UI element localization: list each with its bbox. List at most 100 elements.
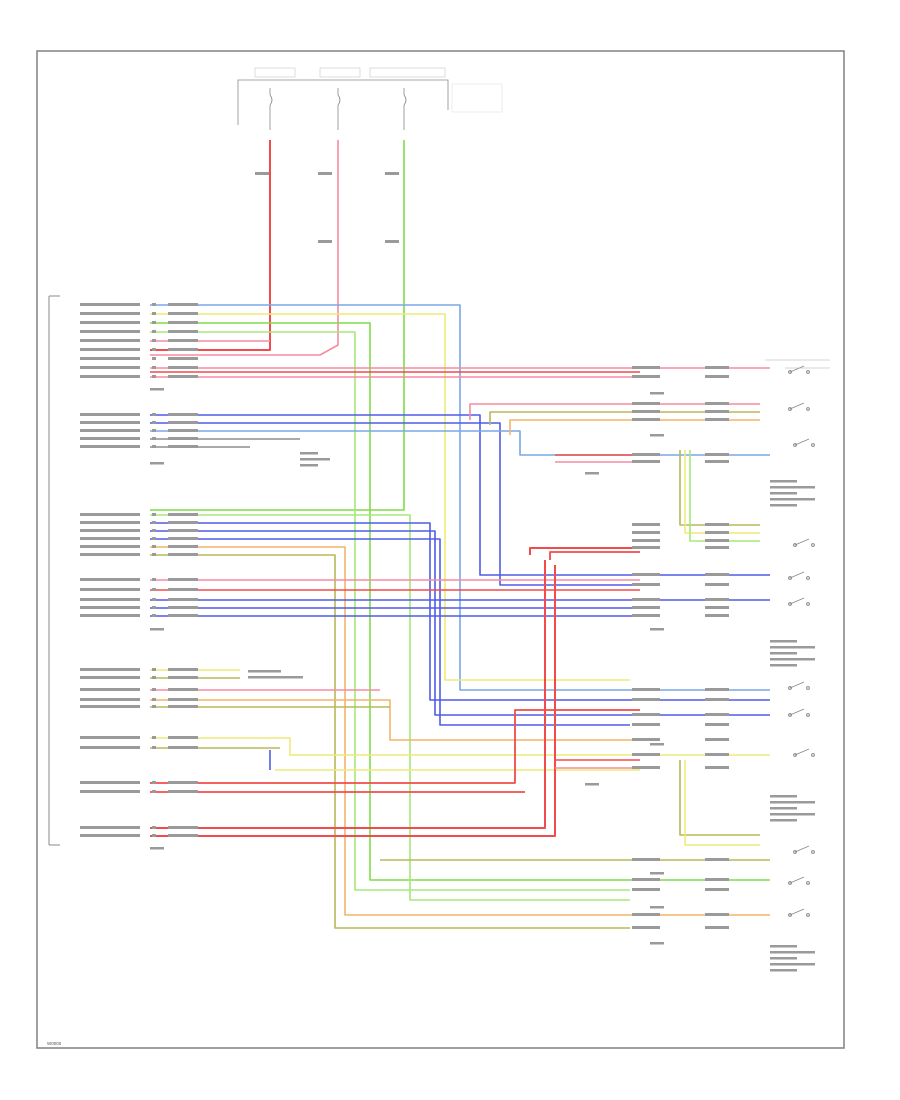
right-wire-label <box>632 606 660 609</box>
left-module-connector <box>48 295 60 846</box>
wire-color-code <box>168 513 198 516</box>
component-label <box>770 957 797 960</box>
right-wire-label <box>705 523 729 526</box>
wire-color-label <box>318 172 332 175</box>
wire-color-code <box>168 834 198 837</box>
wire-color-code <box>168 598 198 601</box>
wire-color-code <box>168 437 198 440</box>
wire-ah <box>549 551 640 560</box>
wire-color-code <box>168 339 198 342</box>
wire-color-code <box>168 790 198 793</box>
right-wire-label <box>705 606 729 609</box>
wire-k <box>150 430 770 456</box>
right-wire-label <box>632 523 660 526</box>
right-wire-label <box>632 402 660 405</box>
right-wire-label <box>705 713 729 716</box>
right-wire-label <box>632 460 660 463</box>
right-wire-label <box>705 766 729 769</box>
wire-color-code <box>168 698 198 701</box>
fuse-label-box-3 <box>369 67 446 78</box>
switch-icon <box>788 402 810 411</box>
pin-number-label <box>152 553 156 556</box>
wire-color-code <box>168 746 198 749</box>
wire-color-code <box>168 312 198 315</box>
pin-name-label <box>80 321 140 324</box>
pin-name-label <box>80 668 140 671</box>
right-wire-label <box>632 375 660 378</box>
connector-pin-labels <box>80 172 815 972</box>
right-wire-label <box>705 573 729 576</box>
pin-number-label <box>152 705 156 708</box>
connector-id-label <box>650 392 664 395</box>
power-distribution-section <box>237 67 503 130</box>
pin-name-label <box>80 445 140 448</box>
wire-au <box>150 565 556 837</box>
pin-name-label <box>80 578 140 581</box>
pin-name-label <box>80 676 140 679</box>
wire-color-code <box>168 705 198 708</box>
wire-color-label <box>385 172 399 175</box>
right-wire-label <box>705 375 729 378</box>
pin-name-label <box>80 366 140 369</box>
wire-color-code <box>168 668 198 671</box>
right-wire-label <box>632 573 660 576</box>
fuse-label-box-1 <box>254 67 296 78</box>
switch-icon <box>793 845 815 854</box>
connector-id-label <box>150 628 164 631</box>
pin-number-label <box>152 545 156 548</box>
wire-ay <box>679 760 760 836</box>
right-wire-label <box>705 738 729 741</box>
wire-color-code <box>168 321 198 324</box>
right-wire-label <box>632 738 660 741</box>
wire-ag <box>529 547 640 555</box>
pin-name-label <box>80 736 140 739</box>
pin-name-label <box>80 790 140 793</box>
component-label <box>300 458 330 461</box>
pin-name-label <box>80 606 140 609</box>
connector-id-label <box>650 872 664 875</box>
wire-color-code <box>168 421 198 424</box>
wire-j <box>150 422 640 586</box>
pin-name-label <box>80 421 140 424</box>
connector-id-label <box>650 628 664 631</box>
wire-color-code <box>168 330 198 333</box>
pin-number-label <box>152 429 156 432</box>
pin-number-label <box>152 513 156 516</box>
pin-name-label <box>80 303 140 306</box>
wire-s <box>679 450 760 526</box>
wire-at <box>150 560 546 829</box>
pin-number-label <box>152 606 156 609</box>
pin-name-label <box>80 826 140 829</box>
component-label <box>770 480 797 483</box>
switch-icon <box>788 365 810 374</box>
pin-name-label <box>80 553 140 556</box>
wire-color-code <box>168 826 198 829</box>
component-label <box>770 658 815 661</box>
pin-name-label <box>80 529 140 532</box>
wire-w <box>150 522 770 701</box>
pin-number-label <box>152 348 156 351</box>
wire-v <box>150 514 630 901</box>
wire-color-label <box>255 172 269 175</box>
fuse-module-label <box>451 83 503 113</box>
right-wire-label <box>705 614 729 617</box>
fuse-label-box-2 <box>319 67 361 78</box>
pin-number-label <box>152 330 156 333</box>
component-label <box>770 795 797 798</box>
pin-name-label <box>80 375 140 378</box>
wire-z <box>150 546 770 916</box>
right-wire-label <box>705 410 729 413</box>
right-wire-label <box>632 366 660 369</box>
component-label <box>770 945 797 948</box>
right-wire-label <box>705 453 729 456</box>
right-wire-label <box>632 598 660 601</box>
wire-color-code <box>168 521 198 524</box>
connector-id-label <box>650 906 664 909</box>
wire-color-label <box>318 240 332 243</box>
right-wire-label <box>632 583 660 586</box>
right-wire-label <box>632 410 660 413</box>
right-wire-label <box>705 926 729 929</box>
wire-color-code <box>168 606 198 609</box>
pin-number-label <box>152 357 156 360</box>
right-wire-label <box>705 913 729 916</box>
